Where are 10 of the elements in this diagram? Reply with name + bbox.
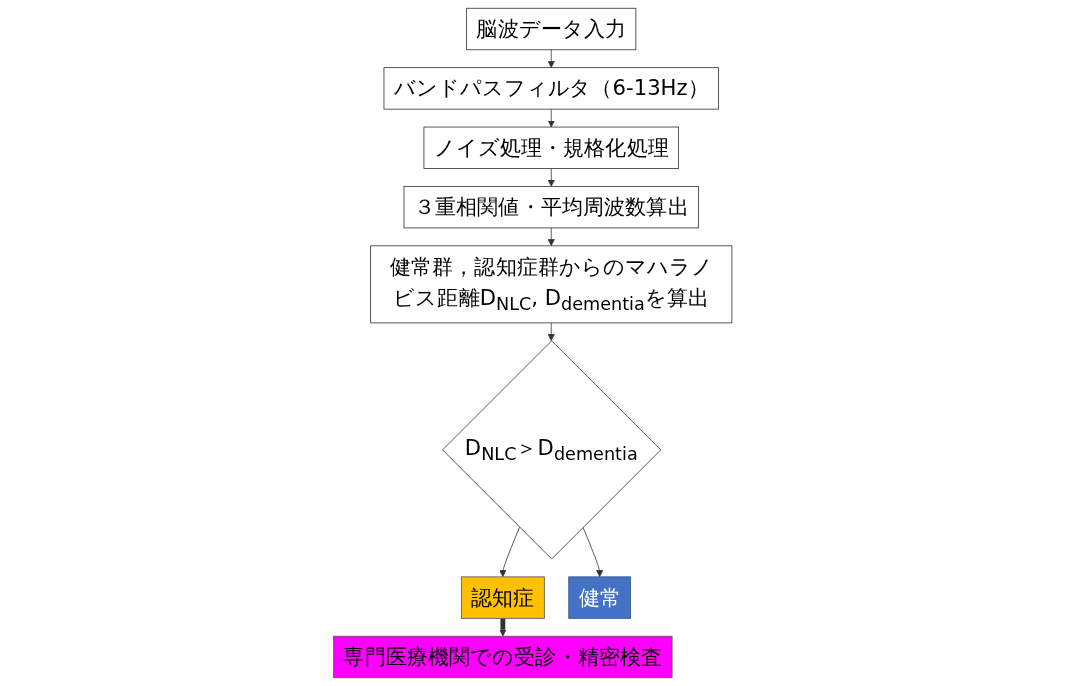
node-box: 脳波データ入力 [466,7,637,51]
node-box: 認知症 [461,576,545,619]
node-box: 健常 [568,576,632,619]
node-box: ノイズ処理・規格化処理 [423,126,680,169]
node-diamond: D$_{NLC}$＞D$_{dementia}$ [442,340,662,560]
node-box: バンドパスフィルタ（6-13Hz） [383,67,720,110]
arrow [499,617,507,637]
node-box: 専門医療機関での受診・精密検査 [333,635,673,679]
node-box: 健常群，認知症群からのマハラノビス距離D$_{NLC}$, D$_{dementia}$を算出 [370,245,733,324]
node-box: ３重相関値・平均周波数算出 [403,186,700,229]
